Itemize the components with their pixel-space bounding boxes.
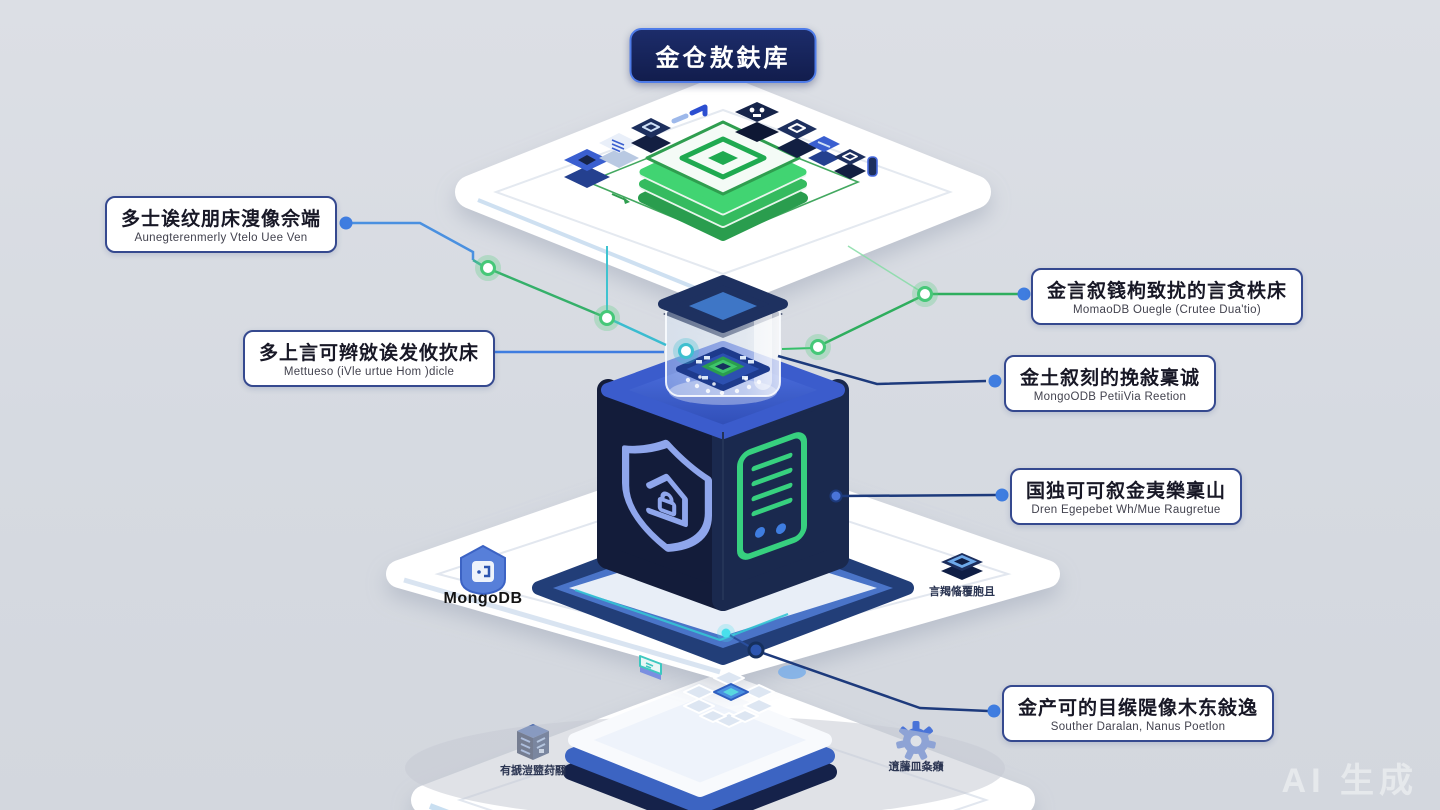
callout-title: 金土叙刻的挽敍稟诚: [1020, 368, 1201, 389]
callout-right-top: 金言叙篯枸致扰的言贪柣床 MomaoDB Ouegle (Crutee Dua'…: [1031, 268, 1304, 325]
callout-right-lower: 国独可可叙金夷樂稟山 Dren Egepebet Wh/Mue Raugretu…: [1010, 468, 1243, 525]
green-stack-logo: [638, 120, 808, 241]
callout-left-mid: 多上言可辫敓诶发攸扻床 Mettueso (iVle urtue Hom )di…: [243, 330, 496, 387]
circuit-node: [475, 255, 938, 659]
top-platform-icon-tiles: [564, 102, 878, 188]
layered-diamond-icon: [941, 553, 983, 580]
shield-house-lock-icon: [621, 439, 713, 552]
callout-left-top: 多士诶纹朋床溲像佘端 Aunegterenmerly Vtelo Uee Ven: [105, 196, 338, 253]
callout-right-mid: 金土叙刻的挽敍稟诚 MongoODB PetiiVia Reetion: [1004, 355, 1217, 412]
tile-grid: [639, 655, 775, 728]
mongodb-label: MongoDB: [443, 590, 523, 607]
glass-capsule: [658, 275, 788, 405]
right-chip-label: 言羯偹覆胞且: [929, 586, 995, 598]
callout-right-bottom: 金产可的目缑隄像木东敍逸 Souther Daralan, Nanus Poet…: [1002, 685, 1275, 742]
callout-title: 金产可的目缑隄像木东敍逸: [1018, 698, 1259, 719]
green-server-icon: [737, 432, 807, 560]
callout-title: 多士诶纹朋床溲像佘端: [121, 209, 322, 230]
callout-title: 多上言可辫敓诶发攸扻床: [259, 343, 480, 364]
callout-title: 金言叙篯枸致扰的言贪柣床: [1047, 281, 1288, 302]
callout-title: 国独可可叙金夷樂稟山: [1026, 481, 1227, 502]
title-badge: 金仓敖鈇库: [629, 28, 817, 83]
top-platform: [455, 75, 991, 309]
callout-subtitle: Mettueso (iVle urtue Hom )dicle: [283, 366, 455, 378]
connectors: [339, 216, 1031, 718]
mongodb-icon: [460, 544, 506, 596]
pedestal: [405, 683, 1005, 810]
bottom-right-label: 逳虅皿夈癪: [888, 761, 944, 773]
bottom-left-label: 有搋溰盬荮翮: [500, 765, 566, 777]
callout-subtitle: MongoODB PetiiVia Reetion: [1033, 391, 1187, 403]
title-badge-text: 金仓敖鈇库: [655, 45, 791, 72]
callout-subtitle: MomaoDB Ouegle (Crutee Dua'tio): [1073, 304, 1261, 316]
ai-generated-watermark: AI 生成: [1281, 762, 1418, 800]
callout-subtitle: Dren Egepebet Wh/Mue Raugretue: [1031, 504, 1221, 516]
callout-subtitle: Aunegterenmerly Vtelo Uee Ven: [134, 232, 308, 244]
callout-subtitle: Souther Daralan, Nanus Poetlon: [1050, 721, 1226, 733]
